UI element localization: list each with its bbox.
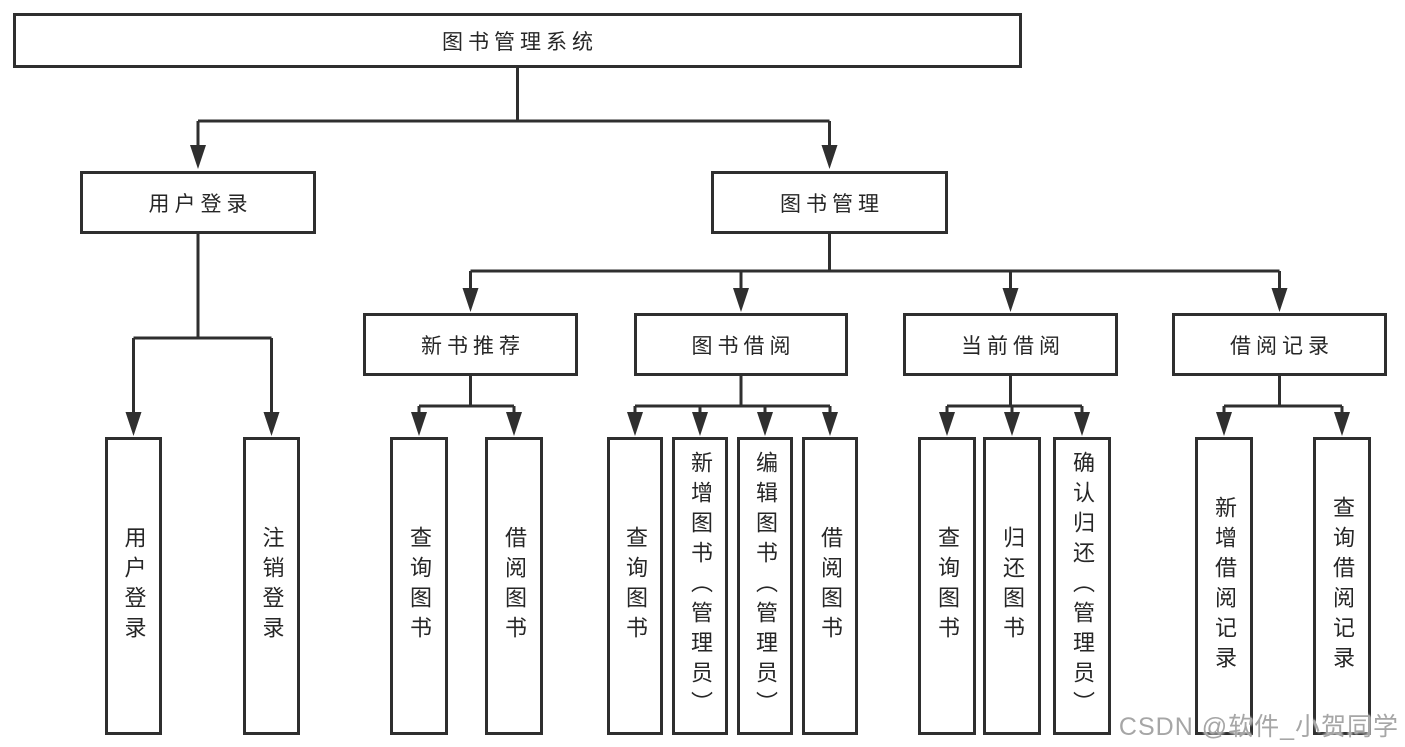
node-borrowing-records: 借阅记录	[1172, 313, 1387, 376]
node-user-login-label: 用户登录	[148, 192, 253, 216]
leaf-confirm-return-admin: 确认归还（管理员）	[1053, 437, 1111, 735]
node-root-system-label: 图书管理系统	[442, 30, 598, 54]
leaf-borrow-books-1-label: 借阅图书	[502, 526, 527, 646]
node-book-borrowing: 图书借阅	[634, 313, 848, 376]
node-new-book-recommend: 新书推荐	[363, 313, 578, 376]
leaf-confirm-return-admin-label: 确认归还（管理员）	[1070, 451, 1095, 721]
leaf-return-books-label: 归还图书	[1000, 526, 1025, 646]
leaf-return-books: 归还图书	[983, 437, 1041, 735]
leaf-borrow-books-2-label: 借阅图书	[818, 526, 843, 646]
leaf-user-login: 用户登录	[105, 437, 162, 735]
node-user-login: 用户登录	[80, 171, 316, 234]
leaf-borrow-books-1: 借阅图书	[485, 437, 543, 735]
leaf-user-login-label: 用户登录	[121, 526, 147, 646]
node-current-borrowing-label: 当前借阅	[961, 334, 1065, 358]
leaf-query-books-3-label: 查询图书	[935, 526, 960, 646]
leaf-borrow-books-2: 借阅图书	[802, 437, 858, 735]
leaf-add-borrow-record-label: 新增借阅记录	[1212, 496, 1237, 676]
leaf-query-borrow-record-label: 查询借阅记录	[1330, 496, 1355, 676]
connector-borrowing-records-to-leaves	[1216, 376, 1350, 436]
node-book-management: 图书管理	[711, 171, 948, 234]
leaf-query-books-1-label: 查询图书	[407, 526, 432, 646]
leaf-add-books-admin-label: 新增图书（管理员）	[688, 451, 713, 721]
connector-root-to-level1	[190, 68, 838, 169]
leaf-query-borrow-record: 查询借阅记录	[1313, 437, 1371, 735]
node-book-management-label: 图书管理	[780, 192, 884, 216]
leaf-logout: 注销登录	[243, 437, 300, 735]
node-borrowing-records-label: 借阅记录	[1230, 334, 1334, 358]
leaf-query-books-2-label: 查询图书	[623, 526, 648, 646]
leaf-add-books-admin: 新增图书（管理员）	[672, 437, 728, 735]
node-root-system: 图书管理系统	[13, 13, 1022, 68]
leaf-logout-label: 注销登录	[259, 526, 285, 646]
connector-book-borrowing-to-leaves	[627, 376, 838, 436]
connector-current-borrowing-to-leaves	[939, 376, 1090, 436]
node-current-borrowing: 当前借阅	[903, 313, 1118, 376]
leaf-query-books-1: 查询图书	[390, 437, 448, 735]
connector-user-login-to-leaves	[125, 234, 280, 436]
leaf-edit-books-admin-label: 编辑图书（管理员）	[753, 451, 778, 721]
leaf-add-borrow-record: 新增借阅记录	[1195, 437, 1253, 735]
leaf-query-books-3: 查询图书	[918, 437, 976, 735]
leaf-edit-books-admin: 编辑图书（管理员）	[737, 437, 793, 735]
node-book-borrowing-label: 图书借阅	[691, 334, 796, 358]
node-new-book-recommend-label: 新书推荐	[421, 334, 525, 358]
connector-new-book-to-leaves	[411, 376, 522, 436]
connector-book-management-to-level2	[462, 234, 1288, 312]
leaf-query-books-2: 查询图书	[607, 437, 663, 735]
